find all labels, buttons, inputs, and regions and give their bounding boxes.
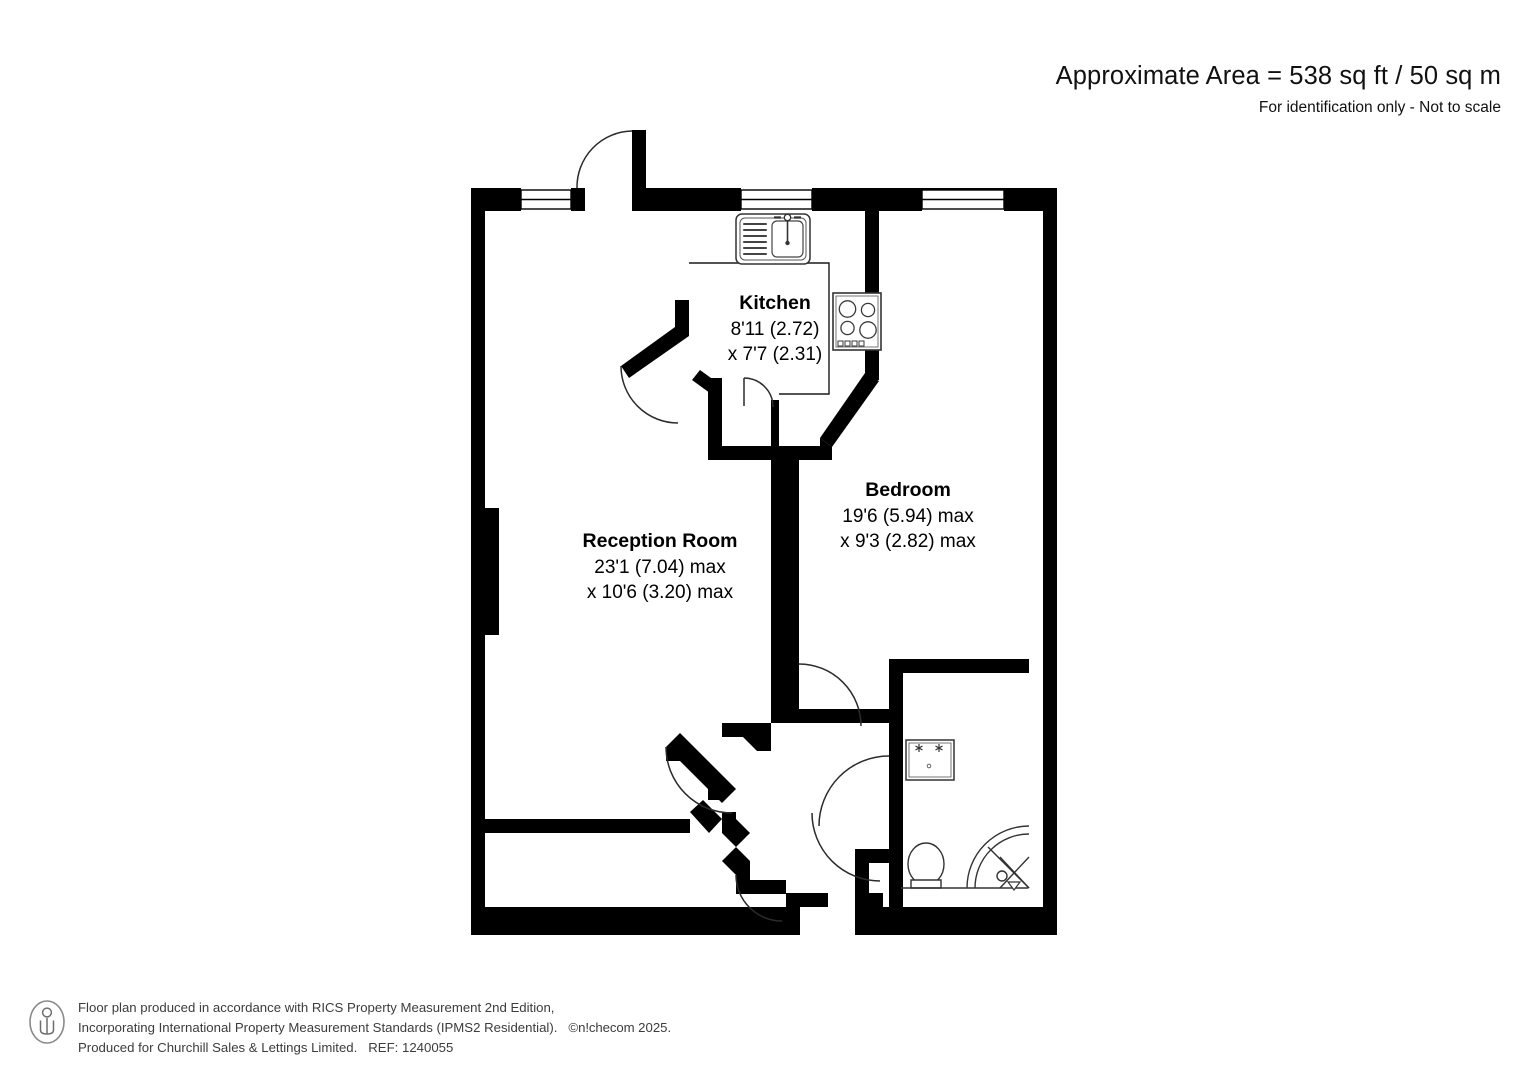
window-bedroom [921, 189, 1005, 210]
windows [520, 189, 1005, 210]
floor-plan-drawing [471, 130, 1057, 935]
door-swing-reception-lower [735, 874, 783, 922]
footer-line-ipms: Incorporating International Property Mea… [78, 1018, 671, 1038]
bedroom-dimension-line-1: 19'6 (5.94) max [842, 505, 974, 527]
room-label-kitchen: Kitchen 8'11 (2.72) x 7'7 (2.31) [657, 291, 893, 367]
washbasin-icon [905, 739, 955, 781]
copyright-symbol: © [568, 1020, 579, 1036]
door-swing-bedroom [798, 663, 862, 727]
toilet-icon [901, 842, 1028, 889]
cupboard-outline [901, 659, 1028, 667]
window-top-left [520, 189, 572, 210]
kitchen-name: Kitchen [739, 292, 811, 314]
door-swings [576, 130, 890, 922]
footer-text-block: Floor plan produced in accordance with R… [78, 998, 671, 1058]
approximate-area-text: Approximate Area = 538 sq ft / 50 sq m [1055, 62, 1501, 90]
door-swing-hall-lower [811, 812, 881, 882]
room-label-bedroom: Bedroom 19'6 (5.94) max x 9'3 (2.82) max [790, 478, 1026, 554]
floor-plan-svg [471, 130, 1057, 935]
room-label-reception-room: Reception Room 23'1 (7.04) max x 10'6 (3… [525, 529, 795, 605]
ipms-person-icon [29, 1000, 65, 1044]
brand-name: n!checom [578, 1020, 635, 1036]
door-swing-reception [665, 746, 733, 814]
producer-text: Produced for Churchill Sales & Lettings … [78, 1040, 358, 1056]
reception-room-dimension-line-1: 23'1 (7.04) max [594, 556, 726, 578]
reception-room-dimension-line-2: x 10'6 (3.20) max [586, 582, 734, 604]
hob-icon [832, 292, 882, 351]
shower-icon [966, 825, 1030, 891]
footer-line-rics: Floor plan produced in accordance with R… [78, 1000, 555, 1015]
plan-footer: Floor plan produced in accordance with R… [28, 998, 671, 1058]
window-kitchen [740, 189, 813, 210]
bedroom-name: Bedroom [865, 479, 951, 501]
copyright-year: 2025. [638, 1020, 672, 1036]
kitchen-dimension-line-1: 8'11 (2.72) [730, 318, 820, 340]
bedroom-dimension-line-2: x 9'3 (2.82) max [840, 531, 976, 553]
door-swing-kitchen-inner [743, 377, 774, 408]
plan-header: Approximate Area = 538 sq ft / 50 sq m F… [1056, 62, 1501, 117]
door-swing-entrance [576, 130, 633, 189]
footer-ipms-text: Incorporating International Property Mea… [78, 1020, 558, 1036]
reception-room-name: Reception Room [582, 530, 738, 552]
kitchen-dimension-line-2: x 7'7 (2.31) [727, 344, 823, 366]
door-swing-kitchen-left [620, 365, 679, 424]
wall-structure [471, 130, 1057, 935]
footer-line-producer: Produced for Churchill Sales & Lettings … [78, 1038, 671, 1058]
identification-note-text: For identification only - Not to scale [1258, 99, 1501, 116]
sink-icon [735, 213, 811, 265]
door-swing-bathroom [818, 755, 890, 827]
reference-number: REF: 1240055 [368, 1040, 454, 1056]
